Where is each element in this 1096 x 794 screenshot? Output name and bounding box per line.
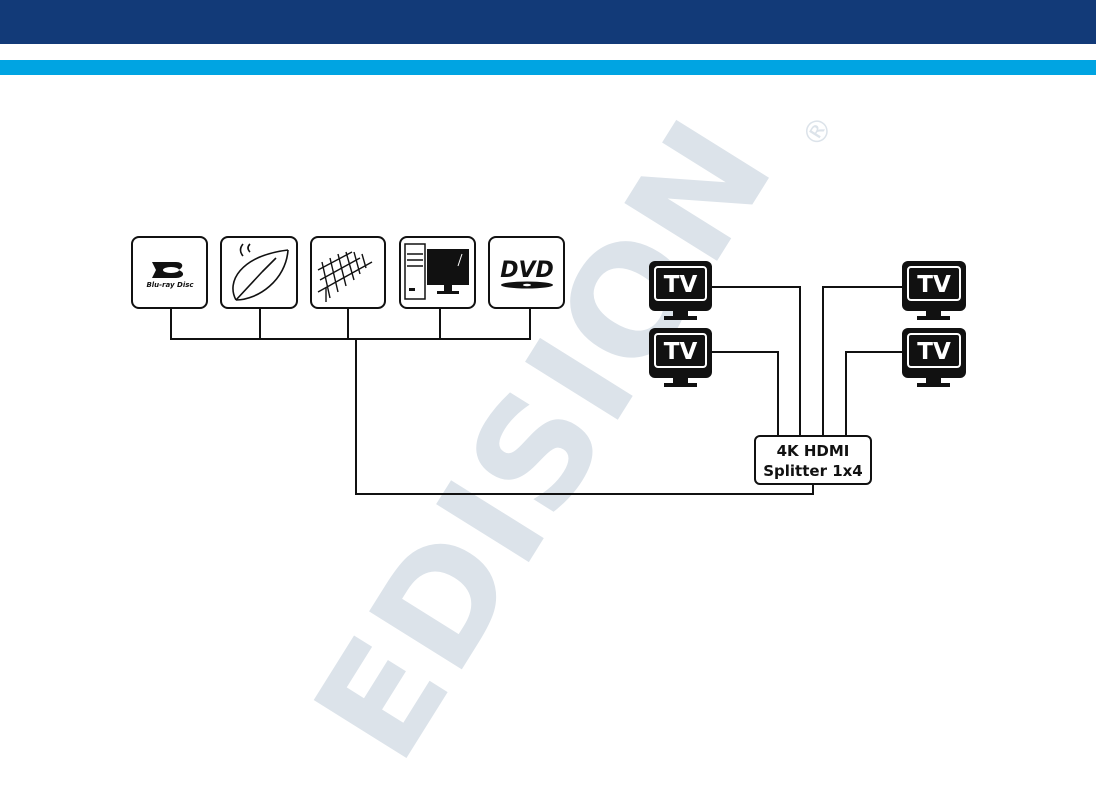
source-blu-ray: Blu-ray Disc: [132, 237, 207, 308]
tv-label: TV: [664, 339, 698, 365]
source-pc: [400, 237, 475, 308]
hdmi-splitter: 4K HDMI Splitter 1x4: [755, 436, 871, 484]
tv-top-left: TV: [649, 261, 712, 320]
tv-top-right: TV: [902, 261, 966, 320]
source-satellite: [221, 237, 297, 308]
tv-label: TV: [917, 272, 951, 298]
tv-bottom-right: TV: [902, 328, 966, 387]
splitter-label-line1: 4K HDMI: [777, 442, 850, 460]
splitter-label-line2: Splitter 1x4: [763, 462, 863, 480]
tv-label: TV: [917, 339, 951, 365]
tv-label: TV: [664, 272, 698, 298]
dvd-icon: DVD: [500, 258, 554, 289]
blu-ray-label: Blu-ray Disc: [146, 281, 194, 289]
tv-bottom-left: TV: [649, 328, 712, 387]
source-antenna: [311, 237, 385, 308]
dvd-label: DVD: [500, 258, 554, 283]
source-dvd: DVD: [489, 237, 564, 308]
